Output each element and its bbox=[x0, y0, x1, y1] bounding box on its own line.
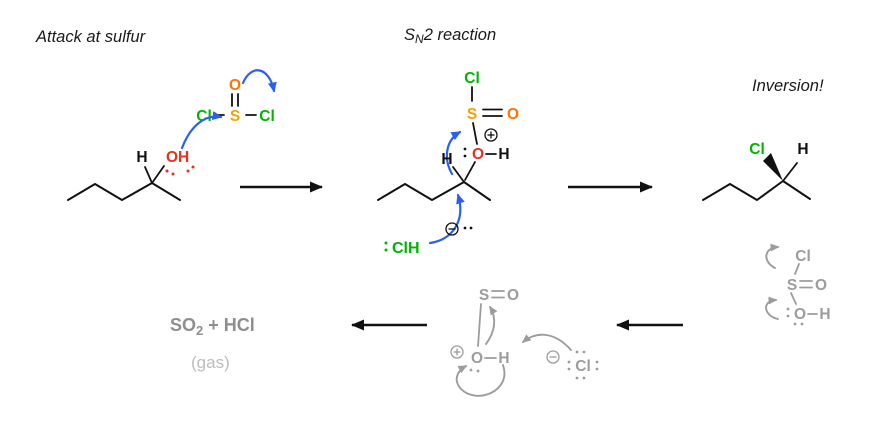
chloride-nucleophile: ClH bbox=[384, 240, 420, 257]
substrate-structure: H bbox=[377, 151, 491, 245]
hydroxyl-label: OH bbox=[166, 149, 189, 166]
curved-arrow-forms-so-double bbox=[485, 305, 498, 345]
oh-hydrogen-label: H bbox=[498, 146, 509, 163]
so2-text: SO bbox=[170, 315, 196, 335]
s-o-double-bond bbox=[491, 290, 505, 299]
product-structure: Cl H bbox=[702, 141, 811, 201]
sn2-s: S bbox=[404, 26, 415, 44]
oxygen-protonated-label: O bbox=[472, 146, 484, 163]
oxygen-lone-pairs bbox=[165, 165, 195, 176]
chloride-cl: Cl bbox=[392, 240, 408, 257]
curved-arrow-attack-on-sulfur bbox=[180, 111, 223, 150]
chlorosulfurous-acid-gray: Cl S O O H bbox=[765, 243, 831, 326]
chloride-h: H bbox=[408, 240, 420, 257]
chloride-lone-pairs bbox=[567, 350, 599, 380]
oh-hydrogen-label: H bbox=[819, 306, 830, 323]
product-cl-label: Cl bbox=[749, 141, 765, 158]
stereo-h-label: H bbox=[136, 149, 147, 166]
minus-charge bbox=[546, 350, 560, 364]
curved-arrow-chloride-leaves bbox=[241, 69, 277, 93]
chloride-label: Cl bbox=[575, 358, 591, 375]
sn2-rest: 2 reaction bbox=[423, 26, 496, 44]
cl-top-label: Cl bbox=[464, 70, 480, 87]
byproducts-label: SO2 + HCl bbox=[170, 315, 255, 338]
chloride-deprotonates-gray: Cl bbox=[521, 333, 599, 380]
wedge-bond-to-cl bbox=[763, 153, 783, 181]
oxygen-double-label: O bbox=[815, 277, 827, 294]
oxygen-double-label: O bbox=[507, 287, 519, 304]
oh-hydrogen-label: H bbox=[498, 350, 509, 367]
oxygen-double-label: O bbox=[507, 106, 519, 123]
sulfur-label: S bbox=[467, 106, 477, 123]
plus-charge bbox=[450, 345, 464, 359]
chloride-label: ClH bbox=[392, 240, 420, 257]
sulfur-label: S bbox=[230, 108, 240, 125]
curved-arrow-scl-breaks bbox=[765, 243, 780, 269]
oxygen-lone-pairs bbox=[469, 368, 480, 373]
pentane-chain bbox=[702, 180, 811, 201]
plus-charge bbox=[484, 128, 498, 142]
sn2-heading: SN2 reaction bbox=[404, 26, 496, 46]
product-h-label: H bbox=[797, 141, 808, 158]
cl-label: Cl bbox=[795, 248, 811, 265]
curved-arrow-lone-pair-to-s bbox=[765, 296, 779, 320]
curved-arrow-cl-grabs-h bbox=[521, 333, 572, 351]
sn2-subscript-n: N bbox=[415, 32, 424, 46]
s-o-double-bond bbox=[799, 280, 813, 289]
oxygen-label: O bbox=[471, 350, 483, 367]
curved-arrow-co-bond-breaks bbox=[445, 130, 462, 176]
s-o-double-bond bbox=[482, 108, 503, 117]
cl-right-label: Cl bbox=[259, 108, 275, 125]
oxygen-label: O bbox=[229, 77, 241, 94]
stereo-h-label: H bbox=[441, 151, 452, 168]
so2-subscript: 2 bbox=[196, 323, 203, 338]
so2-forming-gray: S O O H bbox=[450, 287, 519, 397]
socl2-molecule: Cl S Cl O bbox=[180, 69, 277, 150]
oxygen-label: O bbox=[794, 306, 806, 323]
sulfur-label: S bbox=[787, 277, 797, 294]
gas-label: (gas) bbox=[191, 353, 230, 372]
curved-arrow-backside-attack bbox=[428, 193, 465, 245]
oxygen-lone-pair bbox=[463, 147, 467, 158]
oxygen-lone-pairs bbox=[786, 307, 804, 326]
chlorosulfite-intermediate: Cl S O O H bbox=[445, 70, 519, 181]
curved-arrow-oh-bond-loop bbox=[455, 364, 506, 397]
minus-charge bbox=[445, 222, 473, 236]
sulfur-label: S bbox=[479, 287, 489, 304]
inversion-heading: Inversion! bbox=[752, 77, 824, 95]
pentane-chain bbox=[67, 182, 181, 201]
plus-hcl-text: + HCl bbox=[208, 315, 255, 335]
attack-at-sulfur-heading: Attack at sulfur bbox=[35, 28, 147, 46]
pentane-chain bbox=[377, 181, 491, 201]
alcohol-structure: H OH bbox=[67, 149, 195, 201]
